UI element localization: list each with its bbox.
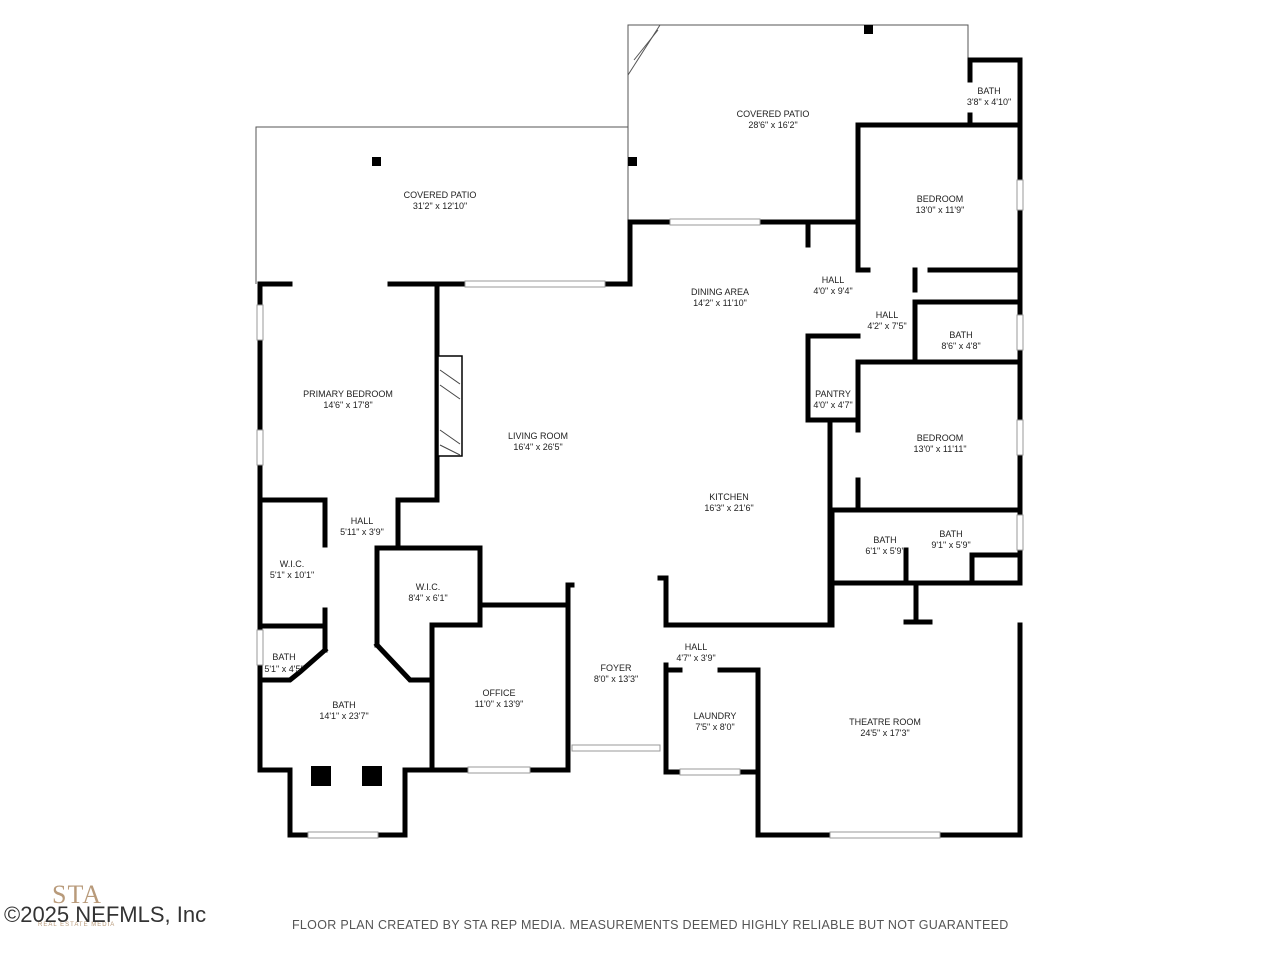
room-dims-hall-a: 4'0" x 9'4" (813, 286, 852, 296)
room-name-covered-patio-left: COVERED PATIO (404, 190, 477, 200)
room-dims-bath-small: 5'1" x 4'5" (264, 664, 303, 674)
room-dims-wic-mid: 8'4" x 6'1" (408, 593, 447, 603)
room-name-hall-b: HALL (876, 310, 899, 320)
room-dims-laundry: 7'5" x 8'0" (695, 722, 734, 732)
windows (256, 179, 1024, 839)
room-name-dining: DINING AREA (691, 287, 749, 297)
room-dims-living: 16'4" x 26'5" (513, 442, 562, 452)
room-name-hall-d: HALL (685, 642, 708, 652)
room-dims-bedroom-mid: 13'0" x 11'11" (913, 444, 966, 454)
column-left (311, 766, 331, 786)
room-name-bath-top: BATH (977, 86, 1000, 96)
fireplace (437, 355, 463, 457)
room-name-living: LIVING ROOM (508, 431, 568, 441)
room-name-bath-primary: BATH (332, 700, 355, 710)
room-dims-hall-c: 5'11" x 3'9" (340, 527, 384, 537)
disclaimer-text: FLOOR PLAN CREATED BY STA REP MEDIA. MEA… (292, 918, 1009, 932)
room-name-bath-small: BATH (272, 652, 295, 662)
room-dims-wic-left: 5'1" x 10'1" (270, 570, 314, 580)
room-labels: COVERED PATIO 31'2" x 12'10" COVERED PAT… (264, 86, 1011, 738)
room-name-wic-mid: W.I.C. (416, 582, 441, 592)
room-dims-kitchen: 16'3" x 21'6" (704, 503, 753, 513)
room-dims-covered-patio-left: 31'2" x 12'10" (413, 201, 467, 211)
room-name-wic-left: W.I.C. (280, 559, 305, 569)
room-name-office: OFFICE (483, 688, 516, 698)
room-name-laundry: LAUNDRY (694, 711, 737, 721)
room-name-kitchen: KITCHEN (709, 492, 749, 502)
room-dims-bath-top: 3'8" x 4'10" (967, 97, 1011, 107)
room-dims-bath-mid: 8'6" x 4'8" (941, 341, 980, 351)
room-name-hall-c: HALL (351, 516, 374, 526)
room-dims-dining: 14'2" x 11'10" (693, 298, 747, 308)
room-name-bedroom-mid: BEDROOM (917, 433, 964, 443)
room-dims-bath-b: 9'1" x 5'9" (931, 540, 970, 550)
room-dims-theatre: 24'5" x 17'3" (860, 728, 909, 738)
room-dims-bath-a: 6'1" x 5'9" (865, 546, 904, 556)
room-name-foyer: FOYER (600, 663, 632, 673)
room-name-bedroom-top: BEDROOM (917, 194, 964, 204)
room-name-hall-a: HALL (822, 275, 845, 285)
room-dims-bedroom-top: 13'0" x 11'9" (916, 205, 965, 215)
room-dims-pantry: 4'0" x 4'7" (813, 400, 852, 410)
room-name-theatre: THEATRE ROOM (849, 717, 921, 727)
room-dims-office: 11'0" x 13'9" (475, 699, 524, 709)
room-name-primary-bedroom: PRIMARY BEDROOM (303, 389, 393, 399)
room-name-bath-b: BATH (939, 529, 962, 539)
copyright-watermark: ©2025 NEFMLS, Inc (4, 902, 207, 927)
room-name-covered-patio-right: COVERED PATIO (737, 109, 810, 119)
sta-logo: STA (52, 880, 103, 909)
room-dims-hall-d: 4'7" x 3'9" (676, 653, 715, 663)
room-dims-covered-patio-right: 28'6" x 16'2" (748, 120, 797, 130)
room-name-bath-mid: BATH (949, 330, 972, 340)
room-dims-bath-primary: 14'1" x 23'7" (319, 711, 368, 721)
room-name-pantry: PANTRY (815, 389, 851, 399)
room-name-bath-a: BATH (873, 535, 896, 545)
room-dims-primary-bedroom: 14'6" x 17'8" (323, 400, 372, 410)
room-dims-hall-b: 4'2" x 7'5" (867, 321, 906, 331)
sta-logo-subtext: REAL ESTATE MEDIA (38, 922, 116, 928)
column-right (362, 766, 382, 786)
patio-outlines (255, 24, 969, 284)
room-dims-foyer: 8'0" x 13'3" (594, 674, 638, 684)
